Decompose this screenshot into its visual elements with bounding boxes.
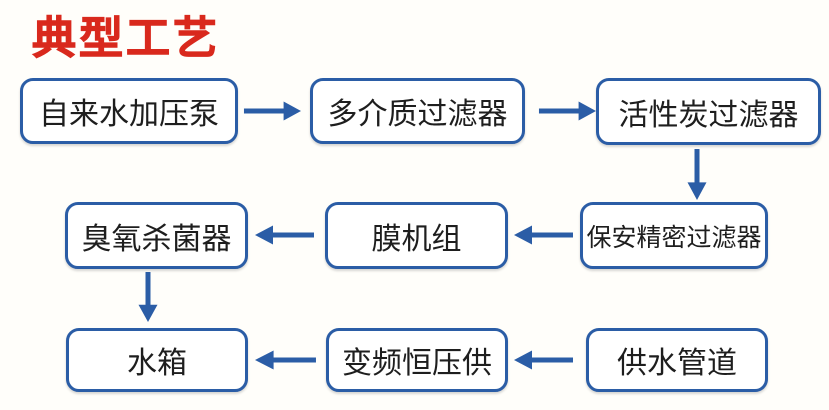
arrow-down-icon (685, 149, 709, 200)
node-membrane-unit: 膜机组 (325, 202, 508, 269)
node-vfd-constant-pressure-supply: 变频恒压供 (326, 328, 508, 392)
node-multi-media-filter: 多介质过滤器 (310, 78, 525, 144)
arrow-right-icon (538, 100, 596, 122)
arrow-right-icon (243, 100, 301, 122)
page-title: 典型工艺 (32, 14, 220, 64)
arrow-down-icon (136, 272, 160, 322)
node-ozone-sterilizer: 臭氧杀菌器 (65, 202, 248, 269)
node-activated-carbon-filter: 活性炭过滤器 (596, 78, 821, 145)
arrow-left-icon (514, 349, 574, 371)
node-water-supply-pipeline: 供水管道 (586, 328, 768, 392)
node-water-tank: 水箱 (66, 328, 248, 392)
node-tap-water-booster-pump: 自来水加压泵 (20, 78, 238, 144)
arrow-left-icon (255, 224, 315, 246)
arrow-left-icon (255, 349, 317, 371)
arrow-left-icon (514, 224, 574, 246)
node-security-precision-filter: 保安精密过滤器 (580, 202, 768, 269)
